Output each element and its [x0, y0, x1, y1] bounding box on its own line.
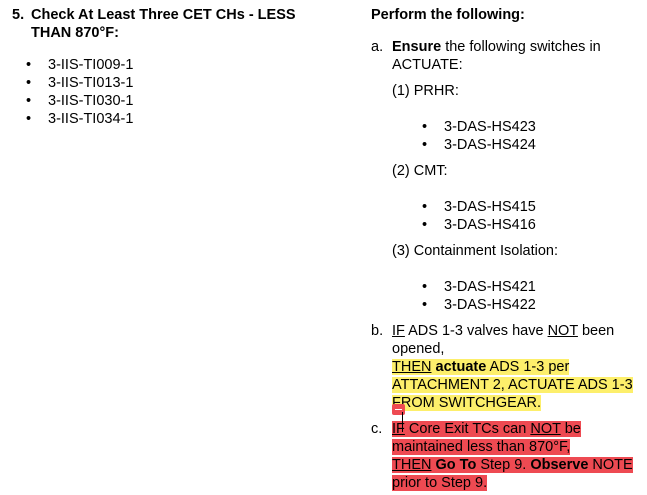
group-prhr-list: 3-DAS-HS423 3-DAS-HS424: [422, 118, 536, 154]
not-keyword: NOT: [530, 421, 561, 437]
then-keyword: THEN: [392, 457, 432, 473]
substep-b-text: IF ADS 1-3 valves have NOT been opened,T…: [392, 322, 647, 412]
list-item: 3-IIS-TI013-1: [26, 74, 133, 92]
substep-a-letter: a.: [371, 39, 384, 55]
list-item: 3-DAS-HS415: [422, 198, 536, 216]
substep-b-action-text: ADS 1-3 per ATTACHMENT 2, ACTUATE ADS 1-…: [392, 359, 633, 411]
group-containment-list: 3-DAS-HS421 3-DAS-HS422: [422, 278, 536, 314]
substep-c-condition: Core Exit TCs can: [404, 421, 531, 437]
comment-marker-icon[interactable]: [392, 404, 405, 415]
step-title: Check At Least Three CET CHs - LESS THAN…: [31, 7, 296, 41]
list-item: 3-IIS-TI030-1: [26, 92, 133, 110]
goto-verb: Go To: [435, 457, 477, 473]
group-containment-label: (3) Containment Isolation:: [392, 243, 559, 259]
highlighted-action: THEN actuate ADS 1-3 per ATTACHMENT 2, A…: [392, 359, 633, 411]
text-cursor: [402, 412, 403, 432]
substep-b-condition-end: been opened,: [392, 323, 615, 357]
substep-c-note-text: NOTE prior to Step 9.: [392, 457, 633, 491]
substep-b-letter: b.: [371, 323, 384, 339]
not-keyword: NOT: [547, 323, 578, 339]
observe-verb: Observe: [530, 457, 589, 473]
list-item: 3-IIS-TI034-1: [26, 110, 133, 128]
channel-list: 3-IIS-TI009-1 3-IIS-TI013-1 3-IIS-TI030-…: [26, 56, 133, 128]
if-keyword: IF: [392, 421, 405, 437]
substep-c-letter: c.: [371, 421, 383, 437]
step-number: 5.: [12, 7, 25, 23]
highlighted-condition: IF Core Exit TCs can NOT be maintained l…: [392, 421, 633, 491]
substep-a-body: the following switches in ACTUATE:: [392, 39, 601, 73]
substep-c-step-ref: Step 9.: [476, 457, 531, 473]
substep-a-text: Ensure the following switches in ACTUATE…: [392, 38, 642, 74]
if-keyword: IF: [392, 323, 405, 339]
list-item: 3-DAS-HS422: [422, 296, 536, 314]
list-item: 3-DAS-HS423: [422, 118, 536, 136]
then-keyword: THEN: [392, 359, 432, 375]
list-item: 3-DAS-HS424: [422, 136, 536, 154]
group-cmt-label: (2) CMT:: [392, 163, 448, 179]
group-cmt-list: 3-DAS-HS415 3-DAS-HS416: [422, 198, 536, 234]
list-item: 3-DAS-HS416: [422, 216, 536, 234]
list-item: 3-DAS-HS421: [422, 278, 536, 296]
substep-b-condition: ADS 1-3 valves have: [404, 323, 548, 339]
ensure-verb: Ensure: [392, 39, 442, 55]
actuate-verb: actuate: [435, 359, 487, 375]
substep-c-condition-end: be maintained less than 870°F,: [392, 421, 581, 455]
list-item: 3-IIS-TI009-1: [26, 56, 133, 74]
group-prhr-label: (1) PRHR:: [392, 83, 459, 99]
response-header: Perform the following:: [371, 7, 525, 23]
substep-c-text: IF Core Exit TCs can NOT be maintained l…: [392, 420, 647, 492]
